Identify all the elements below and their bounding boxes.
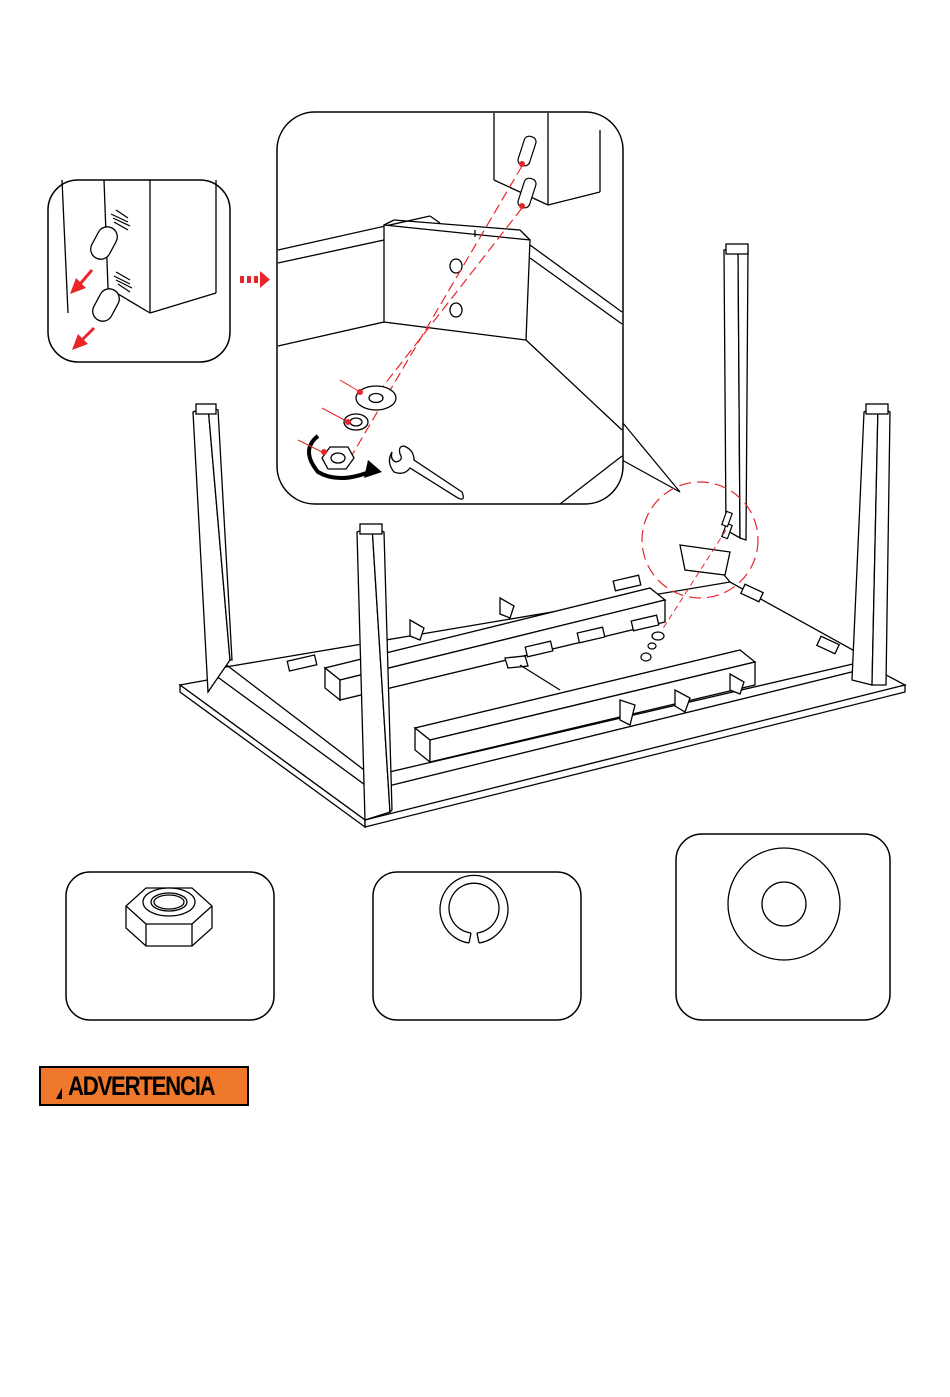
warning-label: ADVERTENCIA [68,1071,214,1102]
flat-washer-part [674,832,892,1022]
table-assembly-illustration [0,100,950,840]
warning-triangle-icon [55,1072,62,1100]
hex-nut-part [64,870,276,1022]
hex-nut-icon [126,888,212,946]
warning-badge: ADVERTENCIA [39,1066,249,1106]
split-lock-washer-part [371,870,583,1022]
hardware-detail-inset [277,112,623,504]
